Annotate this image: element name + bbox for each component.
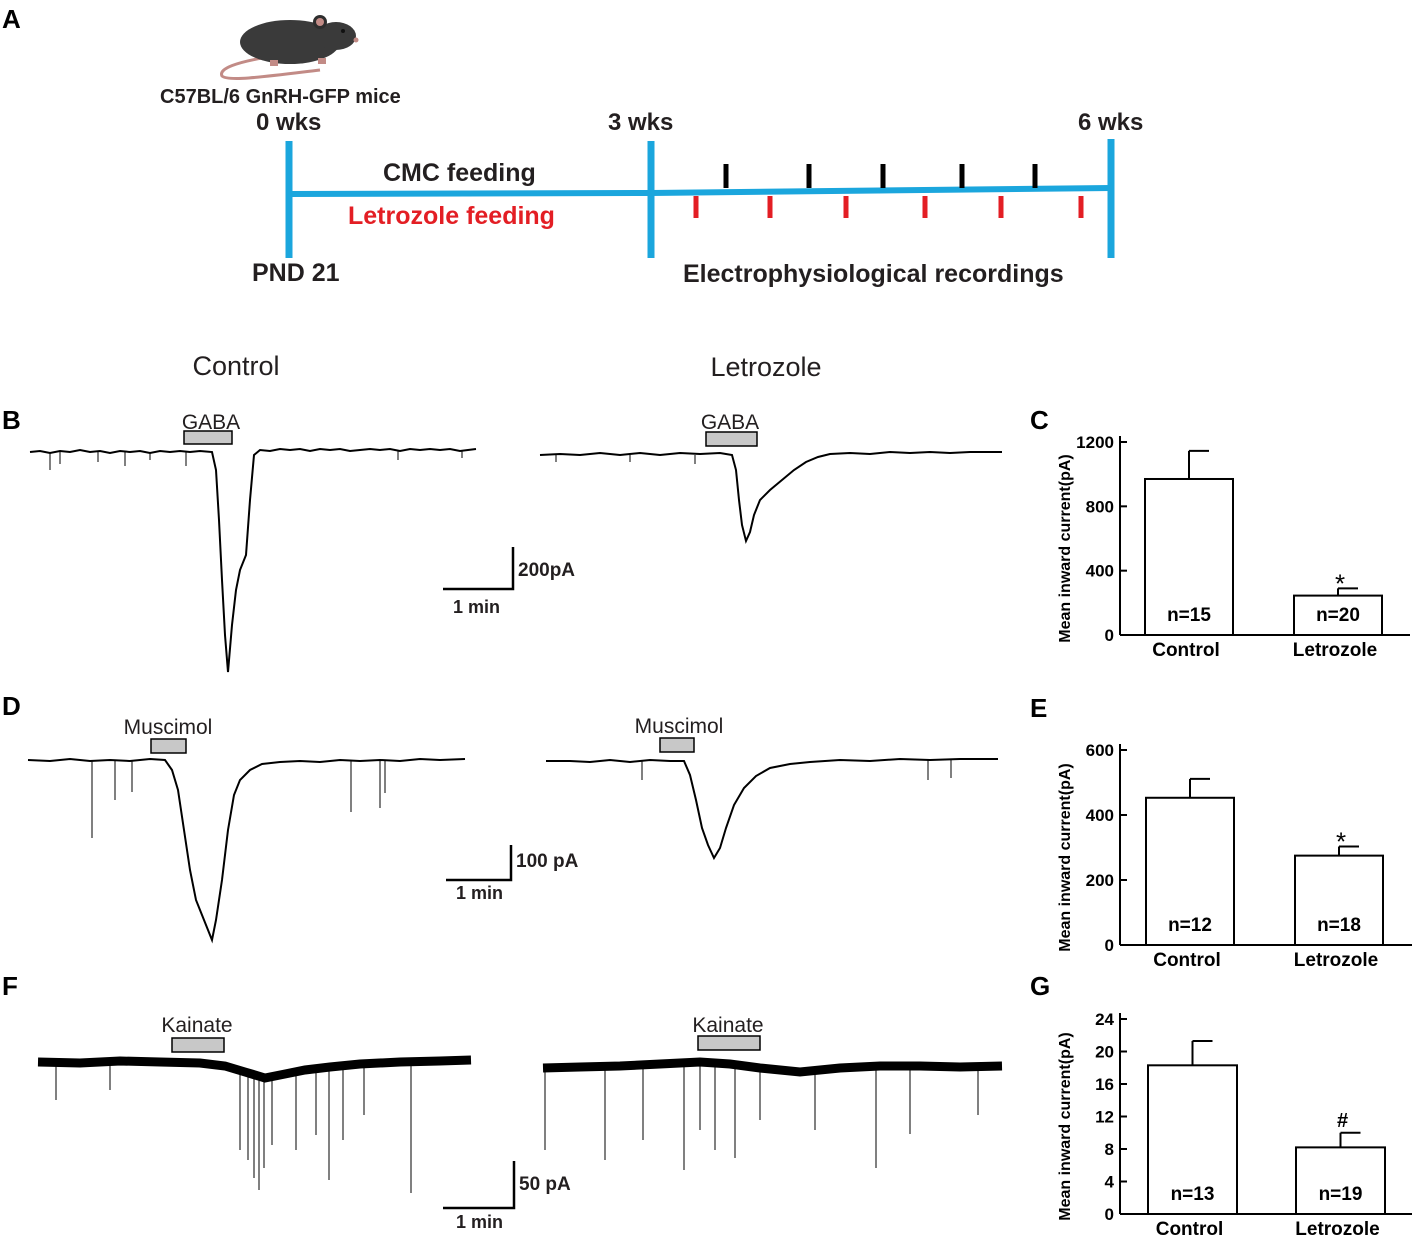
- chart-g-ytick-label-3: 12: [1095, 1108, 1114, 1127]
- kainate-trace-control: [37, 1055, 472, 1083]
- kainate-spikes-letrozole: [544, 1062, 979, 1170]
- chart-g-ytick-label-5: 20: [1095, 1043, 1114, 1062]
- gaba-spikes-letrozole: [555, 455, 696, 464]
- time-0-wks: 0 wks: [256, 109, 321, 136]
- chart-e-category-label-0: Control: [1153, 950, 1221, 971]
- kainate-scale-bar: [443, 1161, 516, 1210]
- chart-g-bar-1: [1295, 1146, 1386, 1215]
- chart-e-y-axis-label: Mean inward current(pA): [1057, 763, 1074, 951]
- chart-e-bar-1: [1294, 854, 1384, 946]
- muscimol-application-bar-control: [150, 738, 187, 754]
- chart-c-ytick-label-2: 800: [1086, 497, 1114, 516]
- muscimol-application-bar-letrozole: [659, 737, 695, 753]
- chart-g-category-label-1: Letrozole: [1295, 1219, 1379, 1235]
- panel-label-b: B: [2, 405, 21, 435]
- chart-g-ytick-label-4: 16: [1095, 1075, 1114, 1094]
- chart-e-category-label-1: Letrozole: [1294, 950, 1378, 971]
- mouse-illustration: [220, 15, 359, 80]
- control-recording-ticks: [723, 164, 1038, 188]
- letrozole-recording-ticks: [693, 196, 1084, 218]
- chart-c-category-label-1: Letrozole: [1293, 640, 1377, 661]
- chart-c-y-axis-label: Mean inward current(pA): [1057, 454, 1074, 642]
- chart-g-n-label-0: n=13: [1171, 1184, 1215, 1205]
- muscimol-spikes-control: [91, 760, 386, 838]
- chart-c-n-label-0: n=15: [1167, 605, 1211, 626]
- kainate-spikes-control: [55, 1062, 412, 1193]
- panel-label-e: E: [1030, 693, 1047, 723]
- chart-g-bar-0: [1147, 1064, 1238, 1215]
- muscimol-trace-letrozole: [546, 757, 998, 861]
- recordings-label: Electrophysiological recordings: [683, 260, 1064, 288]
- kainate-scale-x-label: 1 min: [456, 1212, 503, 1232]
- chart-c-ytick-label-3: 1200: [1076, 433, 1114, 452]
- chart-c-ytick-label-0: 0: [1105, 626, 1114, 645]
- muscimol-scale-bar: [446, 845, 513, 882]
- muscimol-label-letrozole: Muscimol: [635, 715, 724, 738]
- chart-e-n-label-0: n=12: [1168, 915, 1212, 936]
- chart-e-bar-0: [1145, 796, 1235, 947]
- gaba-scale-y-label: 200pA: [518, 560, 575, 581]
- gaba-trace-control: [29, 447, 477, 673]
- chart-e-ytick-label-1: 200: [1086, 871, 1114, 890]
- strain-label: C57BL/6 GnRH-GFP mice: [160, 86, 401, 108]
- muscimol-scale-x-label: 1 min: [456, 883, 503, 903]
- chart-g-y-axis-label: Mean inward current(pA): [1057, 1032, 1074, 1220]
- kainate-label-control: Kainate: [161, 1014, 232, 1037]
- chart-g-ytick-label-0: 0: [1105, 1205, 1114, 1224]
- panel-label-g: G: [1030, 971, 1050, 1001]
- chart-g-ytick-label-6: 24: [1095, 1010, 1114, 1029]
- chart-c-n-label-1: n=20: [1316, 605, 1360, 626]
- panel-label-a: A: [2, 4, 21, 34]
- gaba-label-letrozole: GABA: [701, 411, 759, 434]
- timeline-axis: [285, 139, 1115, 258]
- panel-label-d: D: [2, 691, 21, 721]
- kainate-application-bar-control: [171, 1037, 225, 1053]
- chart-e-n-label-1: n=18: [1317, 915, 1361, 936]
- chart-c-ytick-label-1: 400: [1086, 562, 1114, 581]
- panel-label-c: C: [1030, 405, 1049, 435]
- chart-c-bar-1: [1293, 594, 1383, 636]
- kainate-label-letrozole: Kainate: [692, 1014, 763, 1037]
- column-header-control: Control: [192, 351, 279, 381]
- chart-c-bar-0: [1144, 477, 1234, 636]
- chart-g-ytick-label-2: 8: [1105, 1140, 1114, 1159]
- kainate-application-bar-letrozole: [697, 1035, 761, 1051]
- chart-e-ytick-label-2: 400: [1086, 806, 1114, 825]
- muscimol-scale-y-label: 100 pA: [516, 851, 579, 872]
- muscimol-spikes-letrozole: [641, 760, 952, 780]
- gaba-application-bar-letrozole: [705, 431, 758, 447]
- gaba-scale-bar: [443, 547, 515, 591]
- letrozole-feeding-label: Letrozole feeding: [348, 202, 555, 230]
- kainate-scale-y-label: 50 pA: [519, 1174, 571, 1195]
- panel-label-f: F: [2, 971, 18, 1001]
- column-header-letrozole: Letrozole: [710, 352, 821, 382]
- muscimol-trace-control: [27, 757, 466, 944]
- pnd-label: PND 21: [252, 259, 340, 287]
- chart-c-category-label-0: Control: [1152, 640, 1220, 661]
- chart-e-ytick-label-0: 0: [1105, 936, 1114, 955]
- time-3-wks: 3 wks: [608, 109, 673, 136]
- chart-g-significance-1: #: [1337, 1110, 1348, 1132]
- chart-c-significance-1: *: [1335, 568, 1345, 598]
- gaba-spikes-control: [49, 450, 463, 470]
- time-6-wks: 6 wks: [1078, 109, 1143, 136]
- muscimol-label-control: Muscimol: [124, 716, 213, 739]
- gaba-label-control: GABA: [182, 411, 240, 434]
- gaba-trace-letrozole: [539, 450, 1002, 545]
- gaba-scale-x-label: 1 min: [453, 597, 500, 617]
- cmc-feeding-label: CMC feeding: [383, 159, 536, 187]
- chart-e-ytick-label-3: 600: [1086, 741, 1114, 760]
- gaba-application-bar-control: [183, 430, 233, 445]
- chart-g-ytick-label-1: 4: [1105, 1173, 1115, 1192]
- chart-e-significance-1: *: [1336, 827, 1346, 857]
- kainate-trace-letrozole: [542, 1057, 1003, 1077]
- chart-g-category-label-0: Control: [1156, 1219, 1224, 1235]
- chart-g-n-label-1: n=19: [1319, 1184, 1363, 1205]
